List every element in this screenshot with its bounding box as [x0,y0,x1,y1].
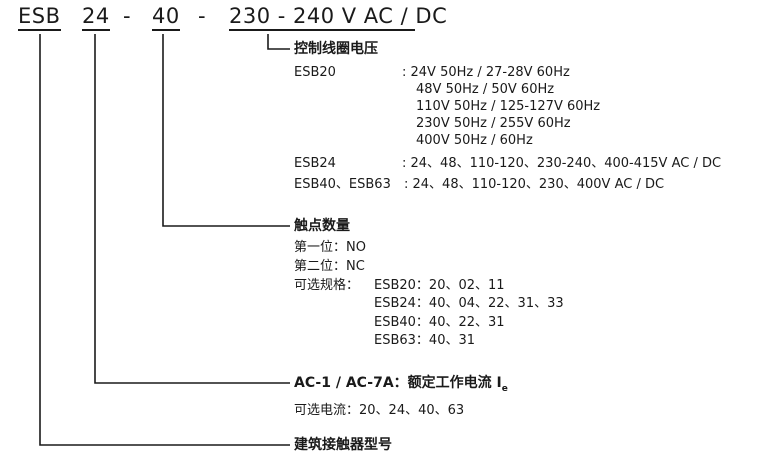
esb20-voltage-1: : 24V 50Hz / 27-28V 60Hz [402,65,570,80]
esb24-voltages: : 24、48、110-120、230-240、400-415V AC / DC [402,156,722,171]
coil-voltage-heading: 控制线圈电压 [294,41,378,57]
current-connector [94,34,290,384]
rated-current-subscript: e [501,383,508,394]
esb20-model: ESB20 [294,65,336,80]
rated-current-heading: AC-1 / AC-7A：额定工作电流 Ie [294,375,508,398]
current-code: 24 [82,4,110,31]
contacts-code: 40 [152,4,180,31]
contacts-heading: 触点数量 [294,218,350,234]
contacts-second-position: 第二位：NC [294,259,365,274]
voltage-code: 230 - 240 V AC / DC [229,4,447,31]
esb24-model: ESB24 [294,156,336,171]
separator-2: - [198,4,206,28]
esb20-voltage-2: 48V 50Hz / 50V 60Hz [416,82,555,97]
esb40-63-voltages: : 24、48、110-120、230、400V AC / DC [404,177,665,192]
contacts-esb20: ESB20：20、02、11 [374,278,505,293]
model-connector [39,34,290,446]
rated-current-options: 可选电流：20、24、40、63 [294,403,465,418]
contacts-esb40: ESB40：40、22、31 [374,315,505,330]
contacts-esb63: ESB63：40、31 [374,333,476,348]
model-heading: 建筑接触器型号 [294,437,392,453]
esb20-voltage-3: 110V 50Hz / 125-127V 60Hz [416,99,601,114]
esb20-voltage-5: 400V 50Hz / 60Hz [416,133,533,148]
series-code: ESB [18,4,61,31]
contacts-connector [162,34,290,227]
rated-current-heading-text: AC-1 / AC-7A：额定工作电流 I [294,375,502,391]
voltage-connector [267,34,290,50]
separator-1: - [123,4,131,28]
esb20-voltage-4: 230V 50Hz / 255V 60Hz [416,116,571,131]
esb40-63-model: ESB40、ESB63 [294,177,391,192]
contacts-options-label: 可选规格： [294,278,360,293]
contacts-first-position: 第一位：NO [294,240,366,255]
contacts-esb24: ESB24：40、04、22、31、33 [374,296,564,311]
